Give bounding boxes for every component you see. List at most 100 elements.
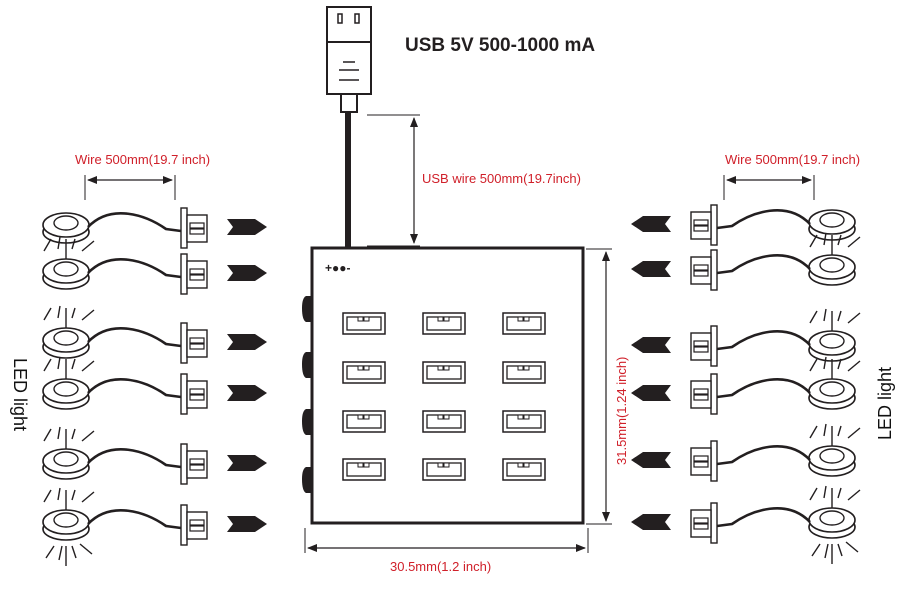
light-rays-icon: [43, 487, 95, 514]
page-title: USB 5V 500-1000 mA: [405, 35, 595, 56]
led-puck-icon: [808, 254, 856, 286]
led-light-assembly: [631, 423, 861, 482]
led-puck-icon: [808, 378, 856, 410]
left-led-group: [42, 207, 267, 566]
usb-port: [342, 410, 386, 433]
direction-arrow-icon: [631, 385, 671, 401]
left-led-light-label: LED light: [10, 358, 30, 431]
usb-port: [342, 458, 386, 481]
led-cable: [716, 445, 811, 466]
led-cable: [716, 330, 811, 351]
connector-plug-icon: [690, 373, 718, 415]
led-puck-icon: [42, 327, 90, 359]
led-puck-icon: [42, 378, 90, 410]
usb-wire-length-label: USB wire 500mm(19.7inch): [422, 171, 581, 186]
led-cable: [716, 209, 811, 230]
direction-arrow-icon: [631, 514, 671, 530]
direction-arrow-icon: [227, 455, 267, 471]
right-wire-length-label: Wire 500mm(19.7 inch): [725, 152, 860, 167]
polarity-label: +●●-: [325, 261, 351, 275]
width-dimension: [304, 528, 589, 553]
connector-plug-icon: [180, 253, 208, 295]
usb-port: [422, 410, 466, 433]
width-label: 30.5mm(1.2 inch): [390, 559, 491, 574]
usb-port: [422, 458, 466, 481]
led-cable: [87, 509, 182, 530]
usb-port: [502, 361, 546, 384]
usb-ports-grid: [342, 312, 546, 481]
light-rays-icon: [811, 541, 859, 564]
usb-port: [502, 458, 546, 481]
led-light-assembly: [631, 308, 861, 367]
light-rays-icon: [43, 356, 95, 383]
left-wire-length-label: Wire 500mm(19.7 inch): [75, 152, 210, 167]
right-wire-dimension: [723, 175, 815, 200]
direction-arrow-icon: [227, 385, 267, 401]
led-puck-icon: [808, 507, 856, 539]
direction-arrow-icon: [631, 337, 671, 353]
connector-plug-icon: [180, 504, 208, 546]
led-light-assembly: [42, 356, 267, 415]
led-light-assembly: [631, 232, 861, 291]
usb-port: [502, 312, 546, 335]
led-cable: [716, 507, 811, 528]
led-puck-icon: [808, 330, 856, 362]
usb-wire-dimension: [367, 114, 420, 247]
usb-port: [502, 410, 546, 433]
connector-plug-icon: [180, 373, 208, 415]
connector-plug-icon: [690, 249, 718, 291]
direction-arrow-icon: [631, 452, 671, 468]
led-puck-icon: [42, 212, 90, 244]
light-rays-icon: [43, 426, 95, 453]
height-dimension: [586, 248, 612, 525]
led-light-assembly: [42, 426, 267, 485]
right-led-light-label: LED light: [875, 367, 895, 440]
led-cable: [87, 258, 182, 279]
hub-body: [310, 246, 585, 525]
light-rays-icon: [45, 543, 93, 566]
direction-arrow-icon: [631, 216, 671, 232]
led-cable: [87, 378, 182, 399]
side-buttons: [302, 296, 311, 493]
direction-arrow-icon: [227, 219, 267, 235]
led-light-assembly: [631, 204, 856, 246]
connector-plug-icon: [180, 322, 208, 364]
direction-arrow-icon: [227, 265, 267, 281]
led-cable: [87, 327, 182, 348]
connector-plug-icon: [180, 443, 208, 485]
side-switch-icon: [302, 467, 311, 493]
led-cable: [87, 212, 182, 233]
led-light-assembly: [42, 236, 267, 295]
side-switch-icon: [302, 352, 311, 378]
led-light-assembly: [631, 356, 861, 415]
usb-plug-icon: [326, 6, 372, 113]
side-switch-icon: [302, 296, 311, 322]
led-puck-icon: [808, 445, 856, 477]
left-wire-dimension: [84, 175, 176, 200]
right-led-group: [631, 204, 861, 564]
led-cable: [87, 448, 182, 469]
connector-plug-icon: [690, 325, 718, 367]
usb-port: [342, 361, 386, 384]
connector-plug-icon: [180, 207, 208, 249]
led-cable: [716, 254, 811, 275]
usb-cable: [345, 112, 351, 248]
connector-plug-icon: [690, 440, 718, 482]
led-puck-icon: [42, 448, 90, 480]
connector-plug-icon: [690, 502, 718, 544]
usb-port: [342, 312, 386, 335]
direction-arrow-icon: [227, 516, 267, 532]
usb-port: [422, 312, 466, 335]
light-rays-icon: [43, 305, 95, 332]
height-label: 31.5mm(1.24 inch): [614, 357, 629, 465]
led-light-assembly: [631, 485, 861, 564]
led-cable: [716, 378, 811, 399]
led-light-assembly: [42, 207, 267, 249]
led-puck-icon: [42, 509, 90, 541]
led-puck-icon: [42, 258, 90, 290]
led-light-assembly: [42, 487, 267, 566]
connector-plug-icon: [690, 204, 718, 246]
side-switch-icon: [302, 409, 311, 435]
direction-arrow-icon: [227, 334, 267, 350]
